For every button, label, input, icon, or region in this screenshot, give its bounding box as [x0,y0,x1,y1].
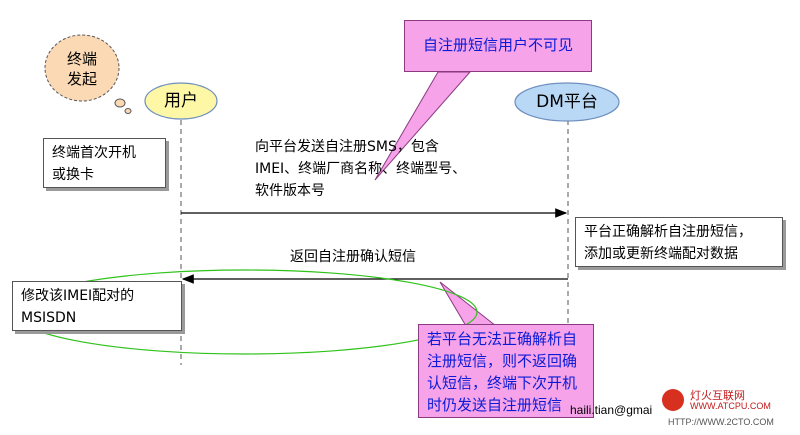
thought-bubble-dot-small [124,108,132,114]
confirm-sms-line-1: 返回自注册确认短信 [290,249,416,265]
terminal-boot-line-1: 终端首次开机 [52,145,136,161]
bubble-line-1: 终端 [66,50,97,68]
dm-lifeline-label: DM平台 [536,92,598,112]
watermark-line-3: HTTP://WWW.2CTO.COM [668,417,774,427]
platform-parse-line-2: 添加或更新终端配对数据 [584,246,738,262]
invisible-note-pointer [374,71,472,181]
dm-lifeline-head [514,82,620,122]
modify-imei-box: 修改该IMEI配对的 MSISDN [12,281,182,331]
invisible-note: 自注册短信用户不可见 [404,20,592,72]
user-lifeline-label: 用户 [164,91,198,111]
bubble-text: 终端 发起 [52,49,112,89]
thought-bubble-dot-large [114,98,126,108]
watermark: 灯火互联网 WWW.ATCPU.COM HTTP://WWW.2CTO.COM [660,385,795,431]
confirm-sms-message: 返回自注册确认短信 [290,246,416,268]
send-sms-message: 向平台发送自注册SMS，包含 IMEI、终端厂商名称、终端型号、 软件版本号 [255,136,466,202]
send-sms-line-3: 软件版本号 [255,183,325,199]
platform-parse-line-1: 平台正确解析自注册短信， [584,224,752,240]
invisible-note-text: 自注册短信用户不可见 [422,36,573,54]
modify-imei-line-1: 修改该IMEI配对的 [21,288,135,304]
thought-bubble [44,34,120,102]
send-sms-line-1: 向平台发送自注册SMS，包含 [255,139,439,155]
failure-note-line-3: 认短信，终端下次开机 [427,374,578,392]
failure-note-line-1: 若平台无法正确解析自 [427,330,578,348]
footer-email: haili.tian@gmai [570,403,653,417]
failure-note: 若平台无法正确解析自 注册短信，则不返回确 认短信，终端下次开机 时仍发送自注册… [418,324,594,418]
failure-note-line-2: 注册短信，则不返回确 [427,352,578,370]
terminal-boot-line-2: 或换卡 [52,167,94,183]
failure-note-line-4: 时仍发送自注册短信 [427,396,563,414]
watermark-logo-icon [662,389,684,411]
user-lifeline-head [144,82,218,120]
watermark-line-1: 灯火互联网 [690,390,745,402]
platform-parse-box: 平台正确解析自注册短信， 添加或更新终端配对数据 [575,217,783,267]
failure-note-pointer [439,281,498,327]
watermark-line-2: WWW.ATCPU.COM [690,401,771,411]
send-sms-line-2: IMEI、终端厂商名称、终端型号、 [255,161,467,177]
bubble-line-2: 发起 [66,70,97,88]
terminal-boot-box: 终端首次开机 或换卡 [43,138,166,188]
modify-imei-line-2: MSISDN [21,310,77,326]
